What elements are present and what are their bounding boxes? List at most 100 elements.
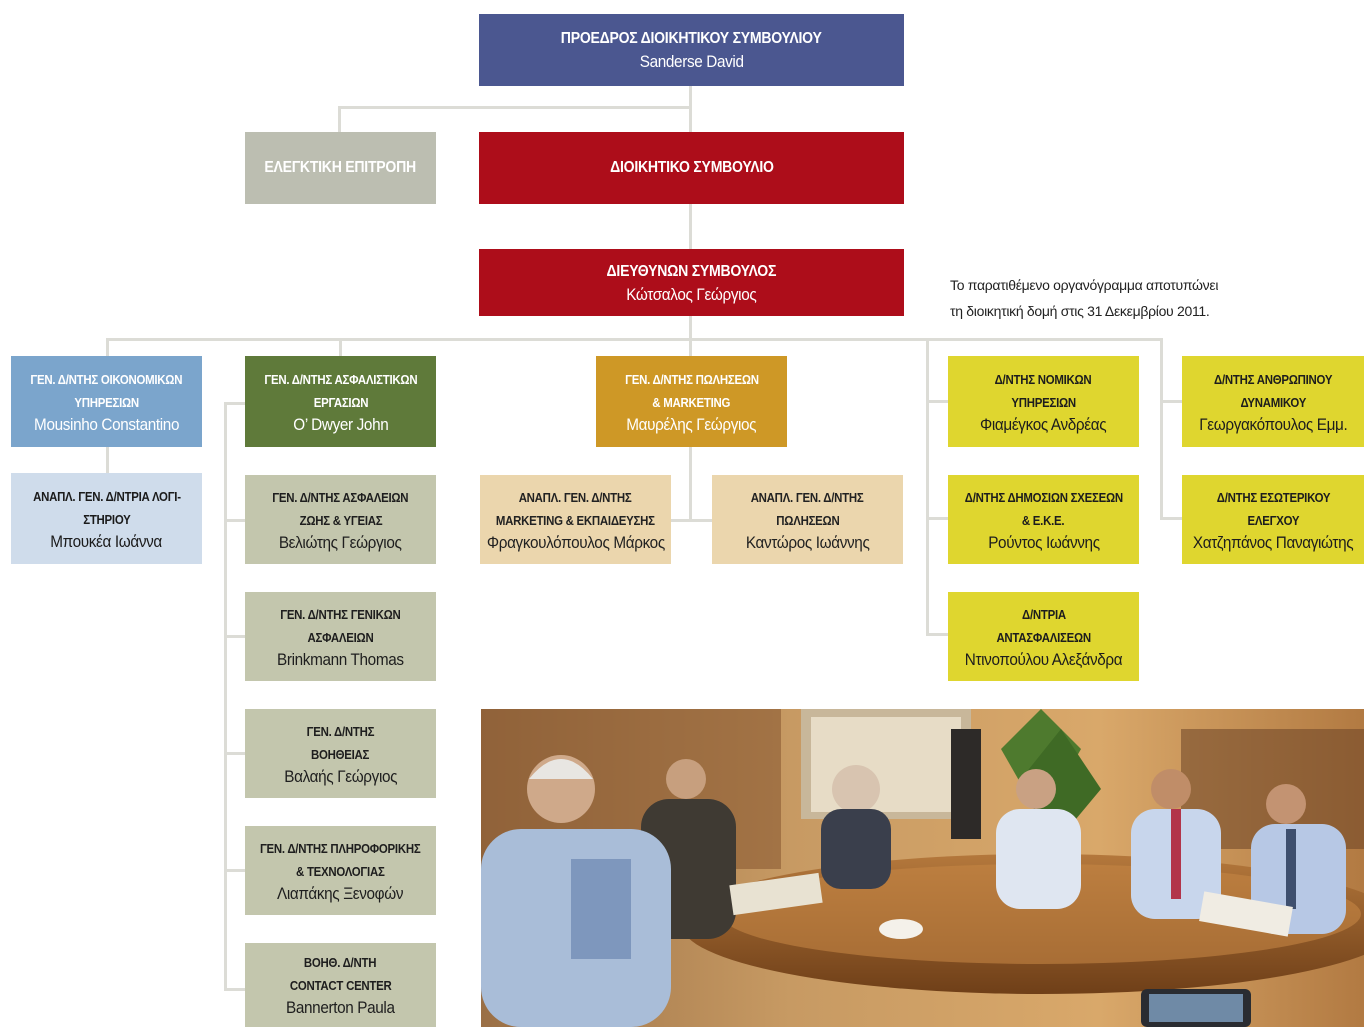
box-name: Καντώρος Ιωάννης — [745, 532, 870, 552]
connector-line — [664, 519, 713, 522]
chart-note-line: τη διοικητική δομή στις 31 Δεκεμβρίου 20… — [950, 303, 1210, 319]
box-title: ΑΝΑΠΛ. ΓΕΝ. Δ/ΝΤΡΙΑ ΛΟΓΙ- — [32, 488, 181, 504]
connector-line — [926, 517, 950, 520]
box-title: ΓΕΝ. Δ/ΝΤΗΣ ΑΣΦΑΛΙΣΤΙΚΩΝ — [264, 371, 417, 387]
insurance-sub-box: ΓΕΝ. Δ/ΝΤΗΣ ΑΣΦΑΛΕΙΩΝ ΖΩΗΣ & ΥΓΕΙΑΣ Βελι… — [245, 475, 436, 564]
connector-line — [339, 338, 342, 356]
connector-line — [926, 338, 929, 636]
connector-line — [689, 316, 692, 340]
box-name: Μαυρέλης Γεώργιος — [626, 414, 757, 434]
box-name: Φραγκουλόπουλος Μάρκος — [486, 532, 665, 552]
director-box: Δ/ΝΤΗΣ ΑΝΘΡΩΠΙΝΟΥ ΔΥΝΑΜΙΚΟΥ Γεωργακόπουλ… — [1182, 356, 1364, 447]
connector-line — [1160, 517, 1182, 520]
insurance-gm-box: ΓΕΝ. Δ/ΝΤΗΣ ΑΣΦΑΛΙΣΤΙΚΩΝ ΕΡΓΑΣΙΩΝ O’ Dwy… — [245, 356, 436, 447]
box-title: Δ/ΝΤΗΣ ΑΝΘΡΩΠΙΝΟΥ — [1213, 371, 1333, 387]
box-title: Δ/ΝΤΗΣ ΕΣΩΤΕΡΙΚΟΥ — [1216, 489, 1330, 505]
connector-line — [689, 204, 692, 249]
insurance-sub-box: ΓΕΝ. Δ/ΝΤΗΣ ΒΟΗΘΕΙΑΣ Βαλαής Γεώργιος — [245, 709, 436, 798]
box-name: Brinkmann Thomas — [277, 649, 404, 669]
box-name: Μπουκέα Ιωάννα — [50, 531, 163, 551]
box-title: Δ/ΝΤΡΙΑ — [1021, 606, 1066, 622]
box-name: Χατζηπάνος Παναγιώτης — [1192, 532, 1354, 552]
box-title: ΓΕΝ. Δ/ΝΤΗΣ ΠΩΛΗΣΕΩΝ — [624, 371, 759, 387]
chart-note: Το παρατιθέμενο οργανόγραμμα αποτυπώνει … — [950, 272, 1250, 324]
box-title: ΖΩΗΣ & ΥΓΕΙΑΣ — [299, 512, 382, 528]
box-title: ΓΕΝ. Δ/ΝΤΗΣ ΓΕΝΙΚΩΝ — [280, 606, 401, 622]
box-title: ΓΕΝ. Δ/ΝΤΗΣ — [306, 723, 375, 739]
box-name: Βελιώτης Γεώργιος — [279, 532, 402, 552]
finance-deputy-box: ΑΝΑΠΛ. ΓΕΝ. Δ/ΝΤΡΙΑ ΛΟΓΙ- ΣΤΗΡΙΟΥ Μπουκέ… — [11, 473, 202, 564]
connector-line — [689, 447, 692, 521]
box-title: CONTACT CENTER — [289, 978, 392, 993]
box-title: ΓΕΝ. Δ/ΝΤΗΣ ΑΣΦΑΛΕΙΩΝ — [272, 489, 409, 505]
box-title: ΓΕΝ. Δ/ΝΤΗΣ ΟΙΚΟΝΟΜΙΚΩΝ — [30, 371, 183, 387]
box-title: ΓΕΝ. Δ/ΝΤΗΣ ΠΛΗΡΟΦΟΡΙΚΗΣ — [260, 840, 421, 856]
box-name: O’ Dwyer John — [292, 414, 389, 434]
box-title: ΥΠΗΡΕΣΙΩΝ — [74, 394, 139, 410]
connector-line — [689, 86, 692, 132]
director-box: Δ/ΝΤΡΙΑ ΑΝΤΑΣΦΑΛΙΣΕΩΝ Ντινοπούλου Αλεξάν… — [948, 592, 1139, 681]
chairman-name: Sanderse David — [639, 52, 744, 71]
finance-gm-box: ΓΕΝ. Δ/ΝΤΗΣ ΟΙΚΟΝΟΜΙΚΩΝ ΥΠΗΡΕΣΙΩΝ Mousin… — [11, 356, 202, 447]
box-title: Δ/ΝΤΗΣ ΝΟΜΙΚΩΝ — [995, 371, 1092, 387]
sales-deputy-box: ΑΝΑΠΛ. ΓΕΝ. Δ/ΝΤΗΣ ΠΩΛΗΣΕΩΝ Καντώρος Ιωά… — [712, 475, 903, 564]
insurance-sub-box: ΓΕΝ. Δ/ΝΤΗΣ ΠΛΗΡΟΦΟΡΙΚΗΣ & ΤΕΧΝΟΛΟΓΙΑΣ Λ… — [245, 826, 436, 915]
connector-line — [106, 338, 1163, 341]
connector-line — [224, 752, 246, 755]
audit-committee-box: ΕΛΕΓΚΤΙΚΗ ΕΠΙΤΡΟΠΗ — [245, 132, 436, 204]
ceo-title: ΔΙΕΥΘΥΝΩΝ ΣΥΜΒΟΥΛΟΣ — [606, 262, 777, 280]
connector-line — [224, 635, 246, 638]
box-name: Mousinho Constantino — [33, 414, 180, 434]
box-title: ΔΥΝΑΜΙΚΟΥ — [1240, 394, 1306, 410]
director-box: Δ/ΝΤΗΣ ΕΣΩΤΕΡΙΚΟΥ ΕΛΕΓΧΟΥ Χατζηπάνος Παν… — [1182, 475, 1364, 564]
connector-line — [224, 402, 246, 405]
connector-line — [106, 338, 109, 356]
meeting-photo — [481, 709, 1364, 1027]
meeting-photo-illustration — [481, 709, 1364, 1027]
ceo-name: Κώτσαλος Γεώργιος — [626, 284, 757, 304]
sales-gm-box: ΓΕΝ. Δ/ΝΤΗΣ ΠΩΛΗΣΕΩΝ & MARKETING Μαυρέλη… — [596, 356, 787, 447]
connector-line — [338, 106, 692, 109]
box-title: ΕΛΕΓΧΟΥ — [1247, 512, 1299, 528]
box-name: Γεωργακόπουλος Εμμ. — [1198, 414, 1348, 434]
ceo-box: ΔΙΕΥΘΥΝΩΝ ΣΥΜΒΟΥΛΟΣ Κώτσαλος Γεώργιος — [479, 249, 904, 316]
connector-line — [224, 988, 246, 991]
box-title: ΕΡΓΑΣΙΩΝ — [313, 394, 368, 410]
box-title: ΑΝΑΠΛ. ΓΕΝ. Δ/ΝΤΗΣ — [751, 489, 864, 505]
box-title: ΑΝΑΠΛ. ΓΕΝ. Δ/ΝΤΗΣ — [519, 489, 632, 505]
connector-line — [224, 869, 246, 872]
connector-line — [689, 338, 692, 356]
box-name: Ντινοπούλου Αλεξάνδρα — [964, 649, 1123, 669]
chairman-box: ΠΡΟΕΔΡΟΣ ΔΙΟΙΚΗΤΙΚΟΥ ΣΥΜΒΟΥΛΙΟΥ Sanderse… — [479, 14, 904, 86]
connector-line — [1160, 338, 1163, 520]
box-title: & Ε.Κ.Ε. — [1022, 512, 1065, 528]
insurance-sub-box: ΒΟΗΘ. Δ/ΝΤΗ CONTACT CENTER Bannerton Pau… — [245, 943, 436, 1027]
box-name: Bannerton Paula — [286, 998, 395, 1017]
box-title: Δ/ΝΤΗΣ ΔΗΜΟΣΙΩΝ ΣΧΕΣΕΩΝ — [964, 489, 1123, 505]
director-box: Δ/ΝΤΗΣ ΝΟΜΙΚΩΝ ΥΠΗΡΕΣΙΩΝ Φιαμέγκος Ανδρέ… — [948, 356, 1139, 447]
connector-line — [338, 106, 341, 132]
connector-line — [1160, 400, 1182, 403]
box-title: ΠΩΛΗΣΕΩΝ — [775, 512, 840, 528]
connector-line — [926, 400, 950, 403]
box-title: ΑΝΤΑΣΦΑΛΙΣΕΩΝ — [996, 629, 1091, 645]
insurance-sub-box: ΓΕΝ. Δ/ΝΤΗΣ ΓΕΝΙΚΩΝ ΑΣΦΑΛΕΙΩΝ Brinkmann … — [245, 592, 436, 681]
board-box: ΔΙΟΙΚΗΤΙΚΟ ΣΥΜΒΟΥΛΙΟ — [479, 132, 904, 204]
chairman-title: ΠΡΟΕΔΡΟΣ ΔΙΟΙΚΗΤΙΚΟΥ ΣΥΜΒΟΥΛΙΟΥ — [561, 30, 822, 47]
connector-line — [224, 519, 246, 522]
sales-deputy-box: ΑΝΑΠΛ. ΓΕΝ. Δ/ΝΤΗΣ MARKETING & ΕΚΠΑΙΔΕΥΣ… — [480, 475, 671, 564]
connector-line — [224, 402, 227, 991]
box-name: Φιαμέγκος Ανδρέας — [980, 414, 1107, 434]
box-title: ΑΣΦΑΛΕΙΩΝ — [307, 629, 374, 645]
connector-line — [106, 447, 109, 473]
box-title: ΒΟΗΘ. Δ/ΝΤΗ — [304, 955, 377, 970]
box-title: & ΤΕΧΝΟΛΟΓΙΑΣ — [296, 863, 385, 879]
box-name: Ρούντος Ιωάννης — [987, 532, 1100, 552]
box-title: ΣΤΗΡΙΟΥ — [82, 511, 131, 527]
board-title: ΔΙΟΙΚΗΤΙΚΟ ΣΥΜΒΟΥΛΙΟ — [609, 159, 774, 176]
box-title: & MARKETING — [652, 394, 731, 410]
director-box: Δ/ΝΤΗΣ ΔΗΜΟΣΙΩΝ ΣΧΕΣΕΩΝ & Ε.Κ.Ε. Ρούντος… — [948, 475, 1139, 564]
connector-line — [926, 633, 950, 636]
chart-note-line: Το παρατιθέμενο οργανόγραμμα αποτυπώνει — [950, 277, 1219, 293]
box-title: MARKETING & ΕΚΠΑΙΔΕΥΣΗΣ — [496, 512, 655, 528]
